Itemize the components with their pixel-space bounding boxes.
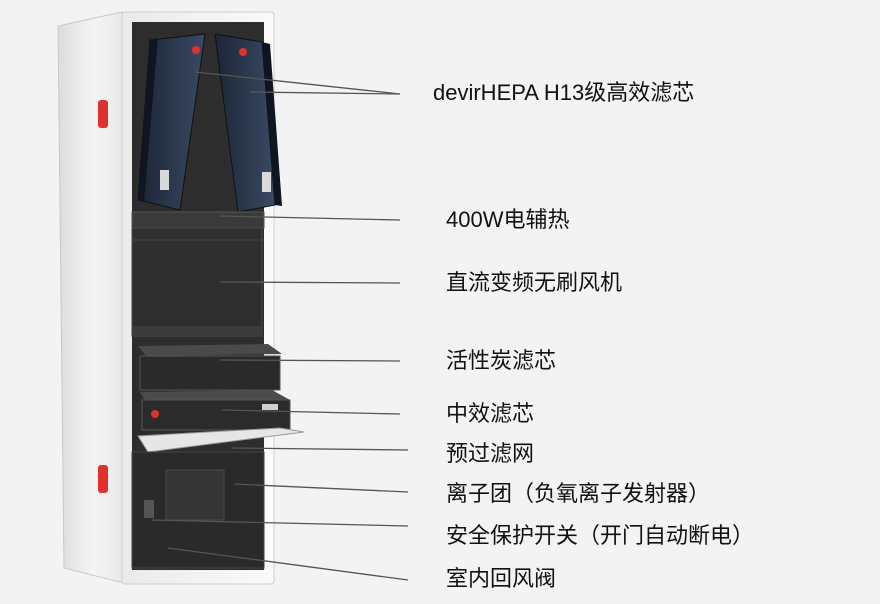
hepa-filter-edge-right (262, 42, 282, 206)
leader-hepa-b (249, 91, 401, 95)
hepa-filters (137, 33, 282, 213)
label-safety-switch: 安全保护开关（开门自动断电） (446, 523, 755, 548)
label-medium-filter: 中效滤芯 (446, 401, 535, 426)
medium-filter-drawer (140, 390, 291, 431)
cabinet-side-panel (57, 11, 129, 585)
filter-label-icon (262, 404, 278, 410)
leader-heater (219, 215, 401, 221)
label-return-air-valve: 室内回风阀 (446, 566, 557, 591)
ion-generator (165, 469, 225, 521)
heater-strip (131, 211, 265, 229)
leader-hepa-a (194, 71, 401, 95)
filter-label-icon (262, 172, 271, 192)
brand-logo-icon (239, 48, 247, 56)
label-heater: 400W电辅热 (446, 207, 570, 232)
latch-top-icon (98, 100, 108, 128)
filter-label-icon (160, 170, 169, 190)
latch-bottom-icon (98, 465, 108, 493)
lower-compartment (131, 451, 265, 569)
prefilter-tray (137, 427, 305, 453)
leader-prefilter (231, 447, 409, 451)
hepa-filter-edge-left (138, 38, 158, 202)
leader-lines (151, 71, 409, 581)
leader-ion (233, 483, 409, 493)
leader-carbon (219, 359, 401, 362)
label-hepa-filter: devirHEPA H13级高效滤芯 (433, 80, 695, 105)
leader-valve (167, 547, 409, 581)
carbon-filter-drawer (138, 344, 282, 391)
label-carbon-filter: 活性炭滤芯 (446, 348, 557, 373)
brand-logo-icon (192, 46, 200, 54)
label-ion-generator: 离子团（负氧离子发射器） (446, 481, 711, 506)
leader-medium (221, 409, 401, 415)
brand-logo-icon (151, 410, 159, 418)
leader-switch (151, 519, 409, 527)
label-fan: 直流变频无刷风机 (446, 270, 623, 295)
safety-switch (144, 500, 154, 518)
leader-fan (219, 281, 401, 284)
label-prefilter: 预过滤网 (446, 441, 535, 466)
